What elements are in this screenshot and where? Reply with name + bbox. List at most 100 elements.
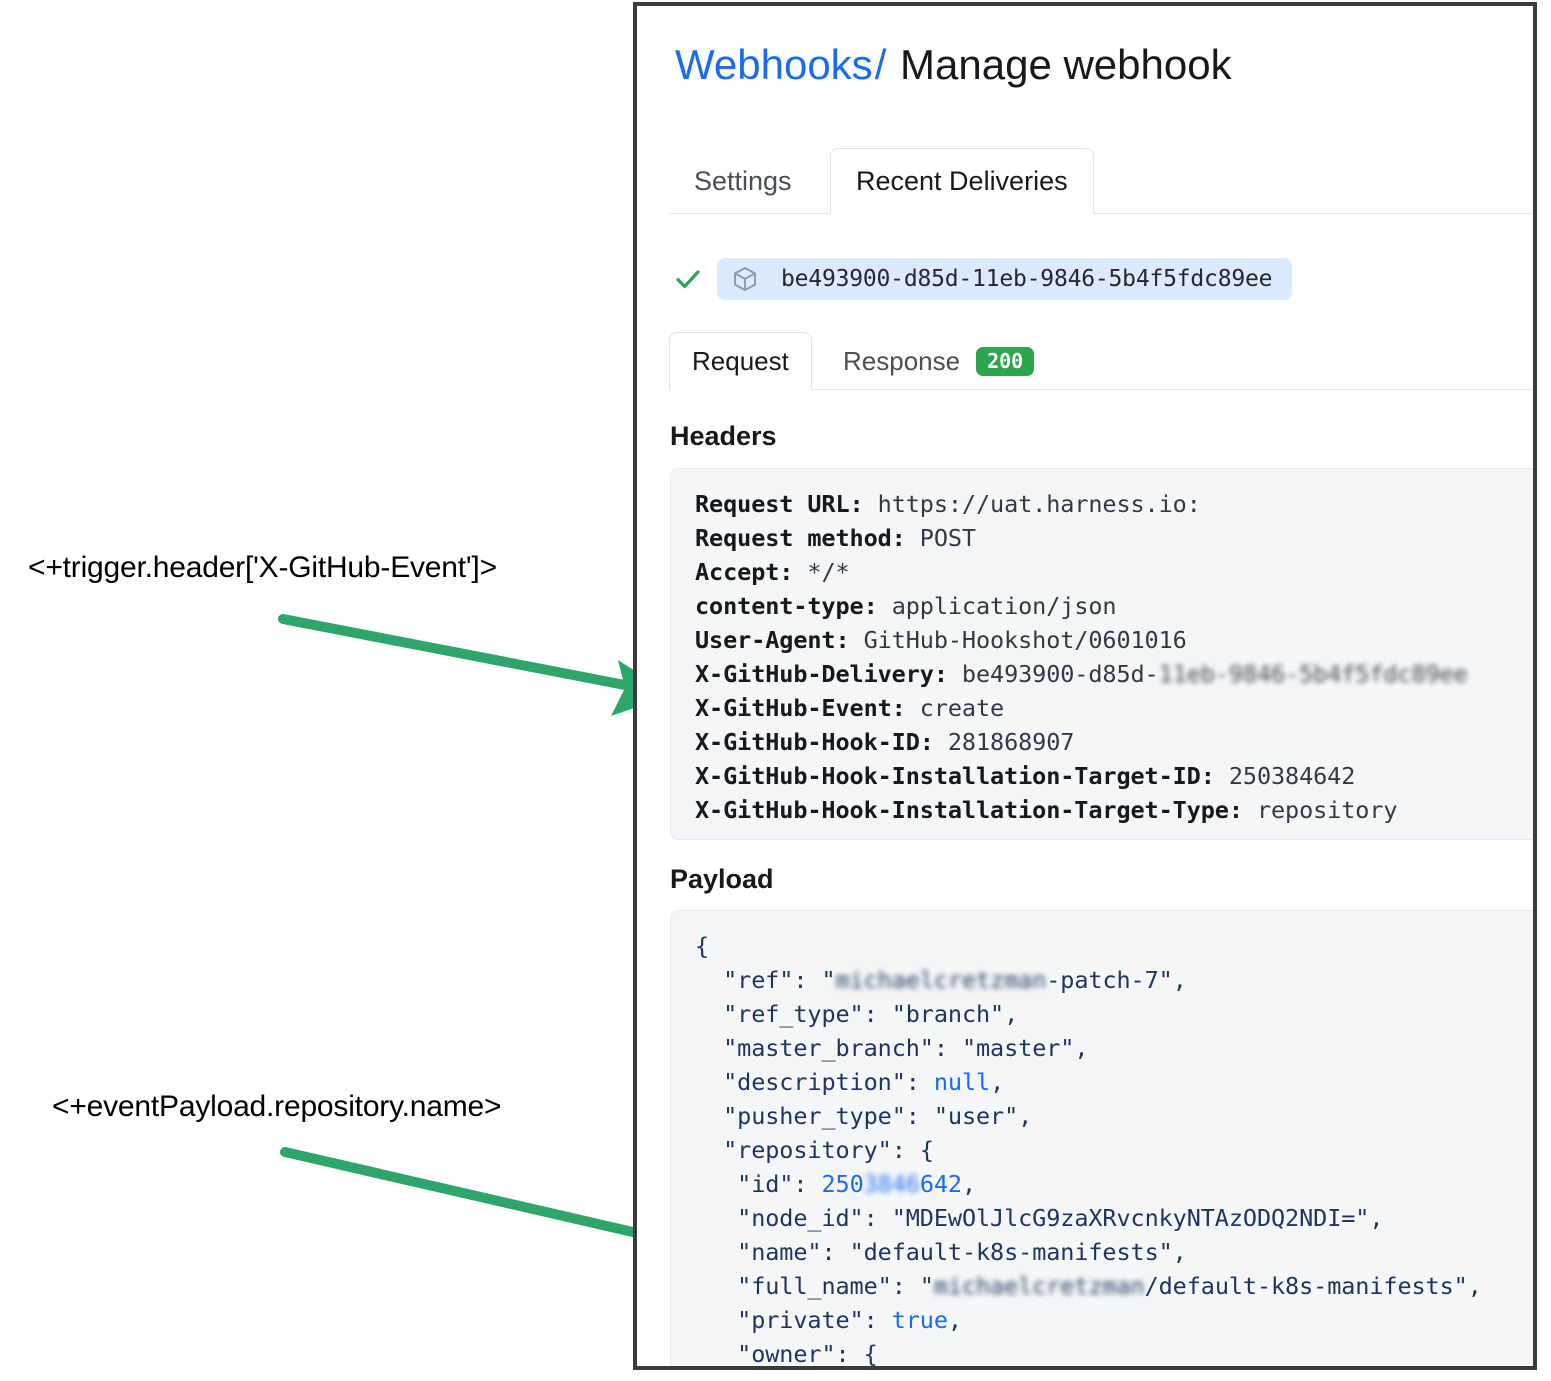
tab-request[interactable]: Request xyxy=(669,332,812,390)
header-line: X-GitHub-Hook-Installation-Target-ID: 25… xyxy=(695,759,1533,793)
payload-key: "repository" xyxy=(723,1136,892,1164)
redacted-delivery-id: 11eb-9846-5b4f5fdc89ee xyxy=(1158,660,1468,688)
payload-key: "node_id" xyxy=(737,1204,864,1232)
header-key: X-GitHub-Hook-ID: xyxy=(695,728,934,756)
payload-tail: ", xyxy=(1453,1272,1482,1300)
header-value: 250384642 xyxy=(1214,762,1356,790)
breadcrumb-separator: / xyxy=(874,41,887,88)
payload-indent xyxy=(695,1068,723,1096)
header-value: */* xyxy=(793,558,850,586)
breadcrumb: Webhooks/ Manage webhook xyxy=(675,44,1232,86)
payload-indent xyxy=(695,1102,723,1130)
header-key: X-GitHub-Hook-Installation-Target-ID: xyxy=(695,762,1215,790)
payload-tail: , xyxy=(1004,1000,1019,1028)
header-line: X-GitHub-Event: create xyxy=(695,691,1533,725)
headers-code-box: Request URL: https://uat.harness.io: Req… xyxy=(670,468,1533,840)
payload-key: "id" xyxy=(737,1170,794,1198)
payload-line: "ref_type": "branch", xyxy=(695,997,1533,1031)
payload-line: "id": 2503846642, xyxy=(695,1167,1533,1201)
payload-key: "private" xyxy=(737,1306,864,1334)
payload-line: "node_id": "MDEwOlJlcG9zaXRvcnkyNTAzODQ2… xyxy=(695,1201,1533,1235)
header-key: Request method: xyxy=(695,524,906,552)
payload-colon: : xyxy=(905,1068,934,1096)
header-value: application/json xyxy=(877,592,1117,620)
payload-colon: : " xyxy=(793,966,836,994)
cube-icon xyxy=(733,267,757,291)
header-line: X-GitHub-Hook-Installation-Target-Type: … xyxy=(695,793,1533,827)
payload-indent xyxy=(695,1000,723,1028)
payload-tail: , xyxy=(990,1068,1005,1096)
payload-key: "ref_type" xyxy=(723,1000,864,1028)
payload-tail: , xyxy=(1369,1204,1384,1232)
payload-line: "owner": { xyxy=(695,1337,1533,1366)
payload-indent xyxy=(695,1272,737,1300)
delivery-row[interactable]: be493900-d85d-11eb-9846-5b4f5fdc89ee xyxy=(673,256,1293,302)
payload-indent xyxy=(695,1238,737,1266)
payload-colon: : xyxy=(905,1102,934,1130)
tab-response-label: Response xyxy=(843,345,961,376)
payload-key: "owner" xyxy=(737,1340,836,1366)
header-value: 281868907 xyxy=(933,728,1075,756)
payload-colon: : xyxy=(863,1204,892,1232)
header-line: User-Agent: GitHub-Hookshot/0601016 xyxy=(695,623,1533,657)
payload-colon: : xyxy=(891,1136,920,1164)
header-value: https://uat.harness.io: xyxy=(863,490,1201,518)
tab-recent-deliveries[interactable]: Recent Deliveries xyxy=(830,148,1094,214)
tab-response[interactable]: Response 200 xyxy=(821,332,1056,390)
header-key: content-type: xyxy=(695,592,878,620)
payload-value: "default-k8s-manifests" xyxy=(849,1238,1173,1266)
payload-key: "full_name" xyxy=(737,1272,892,1300)
payload-key: "pusher_type" xyxy=(723,1102,906,1130)
detail-tabbar: Request Response 200 xyxy=(669,328,1533,390)
payload-colon: : xyxy=(863,1306,892,1334)
primary-tabbar: Settings Recent Deliveries xyxy=(669,118,1533,214)
header-line: Request method: POST xyxy=(695,521,1533,555)
payload-tail: , xyxy=(947,1306,962,1334)
tab-settings[interactable]: Settings xyxy=(694,166,792,196)
payload-value: { xyxy=(863,1340,878,1366)
payload-tail: ", xyxy=(1158,966,1187,994)
payload-value-suffix: 642 xyxy=(919,1170,962,1198)
payload-key: "name" xyxy=(737,1238,822,1266)
payload-line: "name": "default-k8s-manifests", xyxy=(695,1235,1533,1269)
payload-value: "master" xyxy=(961,1034,1075,1062)
payload-line: "description": null, xyxy=(695,1065,1533,1099)
payload-line: "master_branch": "master", xyxy=(695,1031,1533,1065)
payload-colon: : xyxy=(793,1170,822,1198)
payload-value: 250 xyxy=(821,1170,864,1198)
webhook-panel: Webhooks/ Manage webhook Settings Recent… xyxy=(633,2,1537,1370)
header-line: content-type: application/json xyxy=(695,589,1533,623)
payload-indent xyxy=(695,1340,737,1366)
status-badge: 200 xyxy=(976,346,1035,376)
header-value: create xyxy=(905,694,1005,722)
payload-key: "description" xyxy=(723,1068,906,1096)
check-icon xyxy=(676,270,700,289)
payload-value: "branch" xyxy=(891,1000,1005,1028)
annotation-label-trigger-header: <+trigger.header['X-GitHub-Event']> xyxy=(28,551,497,584)
primary-tabbar-rule xyxy=(669,213,1533,214)
header-line: Accept: */* xyxy=(695,555,1533,589)
payload-tail: , xyxy=(961,1170,977,1198)
payload-value: /default-k8s-manifests xyxy=(1144,1272,1454,1300)
payload-line: "full_name": "michaelcretzman/default-k8… xyxy=(695,1269,1533,1303)
header-key: Accept: xyxy=(695,558,794,586)
tab-request-label: Request xyxy=(692,345,789,376)
detail-tabbar-rule xyxy=(669,389,1533,390)
redacted-repo-id: 3846 xyxy=(863,1170,920,1198)
payload-tail: , xyxy=(1172,1238,1187,1266)
page-title: Manage webhook xyxy=(900,41,1232,88)
redacted-ref-owner: michaelcretzman xyxy=(835,966,1047,994)
payload-indent xyxy=(695,966,723,994)
payload-brace: { xyxy=(695,932,710,960)
payload-value: -patch-7 xyxy=(1046,966,1159,994)
payload-key: "ref" xyxy=(723,966,794,994)
breadcrumb-link-webhooks[interactable]: Webhooks xyxy=(675,41,873,88)
header-value: GitHub-Hookshot/0601016 xyxy=(849,626,1187,654)
payload-value: "user" xyxy=(933,1102,1019,1130)
payload-tail: , xyxy=(1018,1102,1033,1130)
payload-line: "pusher_type": "user", xyxy=(695,1099,1533,1133)
header-key: Request URL: xyxy=(695,490,864,518)
delivery-id-pill[interactable]: be493900-d85d-11eb-9846-5b4f5fdc89ee xyxy=(717,258,1293,300)
annotation-label-event-payload: <+eventPayload.repository.name> xyxy=(52,1090,502,1123)
payload-value: true xyxy=(891,1306,948,1334)
